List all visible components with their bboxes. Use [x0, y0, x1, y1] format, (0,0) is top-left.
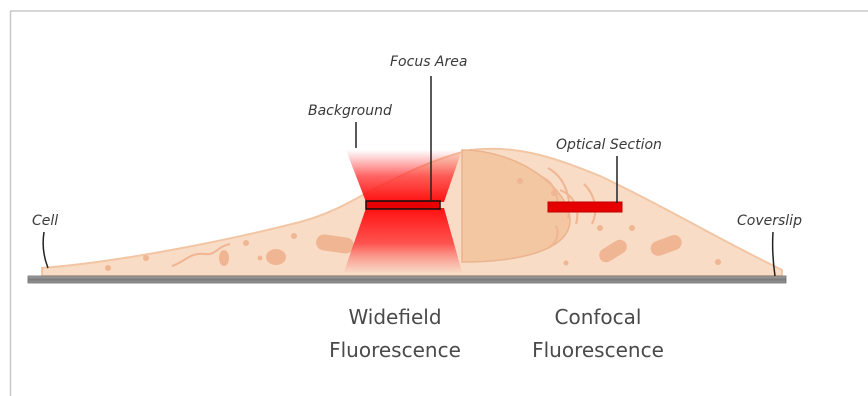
widefield-caption-line2: Fluorescence	[329, 338, 461, 362]
coverslip	[28, 276, 786, 283]
optical-section-bar	[548, 202, 622, 212]
background-label: Background	[308, 103, 392, 119]
coverslip-label: Coverslip	[737, 213, 802, 229]
widefield-beam-upper	[346, 150, 462, 202]
confocal-caption-line2: Fluorescence	[532, 338, 664, 362]
cell-leader	[43, 232, 48, 268]
confocal-caption-line1: Confocal	[555, 305, 642, 329]
cell-label: Cell	[32, 213, 58, 229]
focus-area-box	[366, 201, 440, 209]
widefield-caption-line1: Widefield	[348, 305, 441, 329]
focus-area-label: Focus Area	[390, 54, 467, 70]
optical-section-label: Optical Section	[556, 137, 662, 153]
